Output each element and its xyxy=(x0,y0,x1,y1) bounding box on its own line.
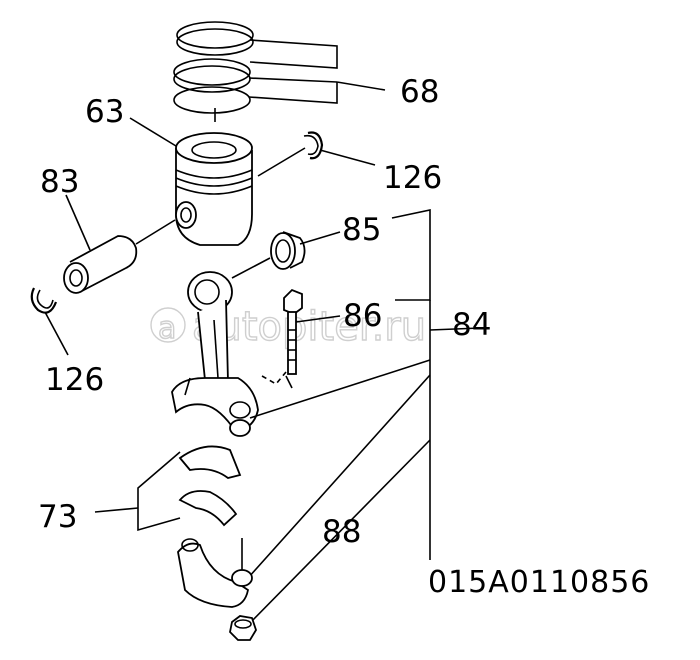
watermark-logo-icon: a xyxy=(150,307,186,347)
watermark: a autopiter.ru xyxy=(150,303,427,351)
callout-126-right: 126 xyxy=(383,160,442,196)
piston-pin xyxy=(63,194,176,294)
piston-rings xyxy=(173,21,386,122)
watermark-text: autopiter.ru xyxy=(192,304,426,350)
small-end-bushing xyxy=(231,231,341,279)
callout-68: 68 xyxy=(400,74,439,110)
callout-73: 73 xyxy=(38,499,77,535)
piston xyxy=(129,117,253,246)
rod-cap xyxy=(177,538,253,608)
svg-text:a: a xyxy=(158,311,176,346)
callout-86: 86 xyxy=(343,298,382,334)
assembly-bracket xyxy=(244,209,481,629)
circlip-right xyxy=(257,131,376,177)
callout-63: 63 xyxy=(85,94,124,130)
circlip-left xyxy=(30,287,69,356)
callout-83: 83 xyxy=(40,164,79,200)
connecting-rod xyxy=(171,271,259,437)
callout-84: 84 xyxy=(452,307,491,343)
rod-nut xyxy=(229,615,257,641)
bearing-shells xyxy=(94,445,242,532)
callout-85: 85 xyxy=(342,212,381,248)
rod-bolt xyxy=(261,288,341,389)
callout-88: 88 xyxy=(322,514,361,550)
drawing-code: 015A0110856 xyxy=(428,565,650,600)
callout-126-left: 126 xyxy=(45,362,104,398)
